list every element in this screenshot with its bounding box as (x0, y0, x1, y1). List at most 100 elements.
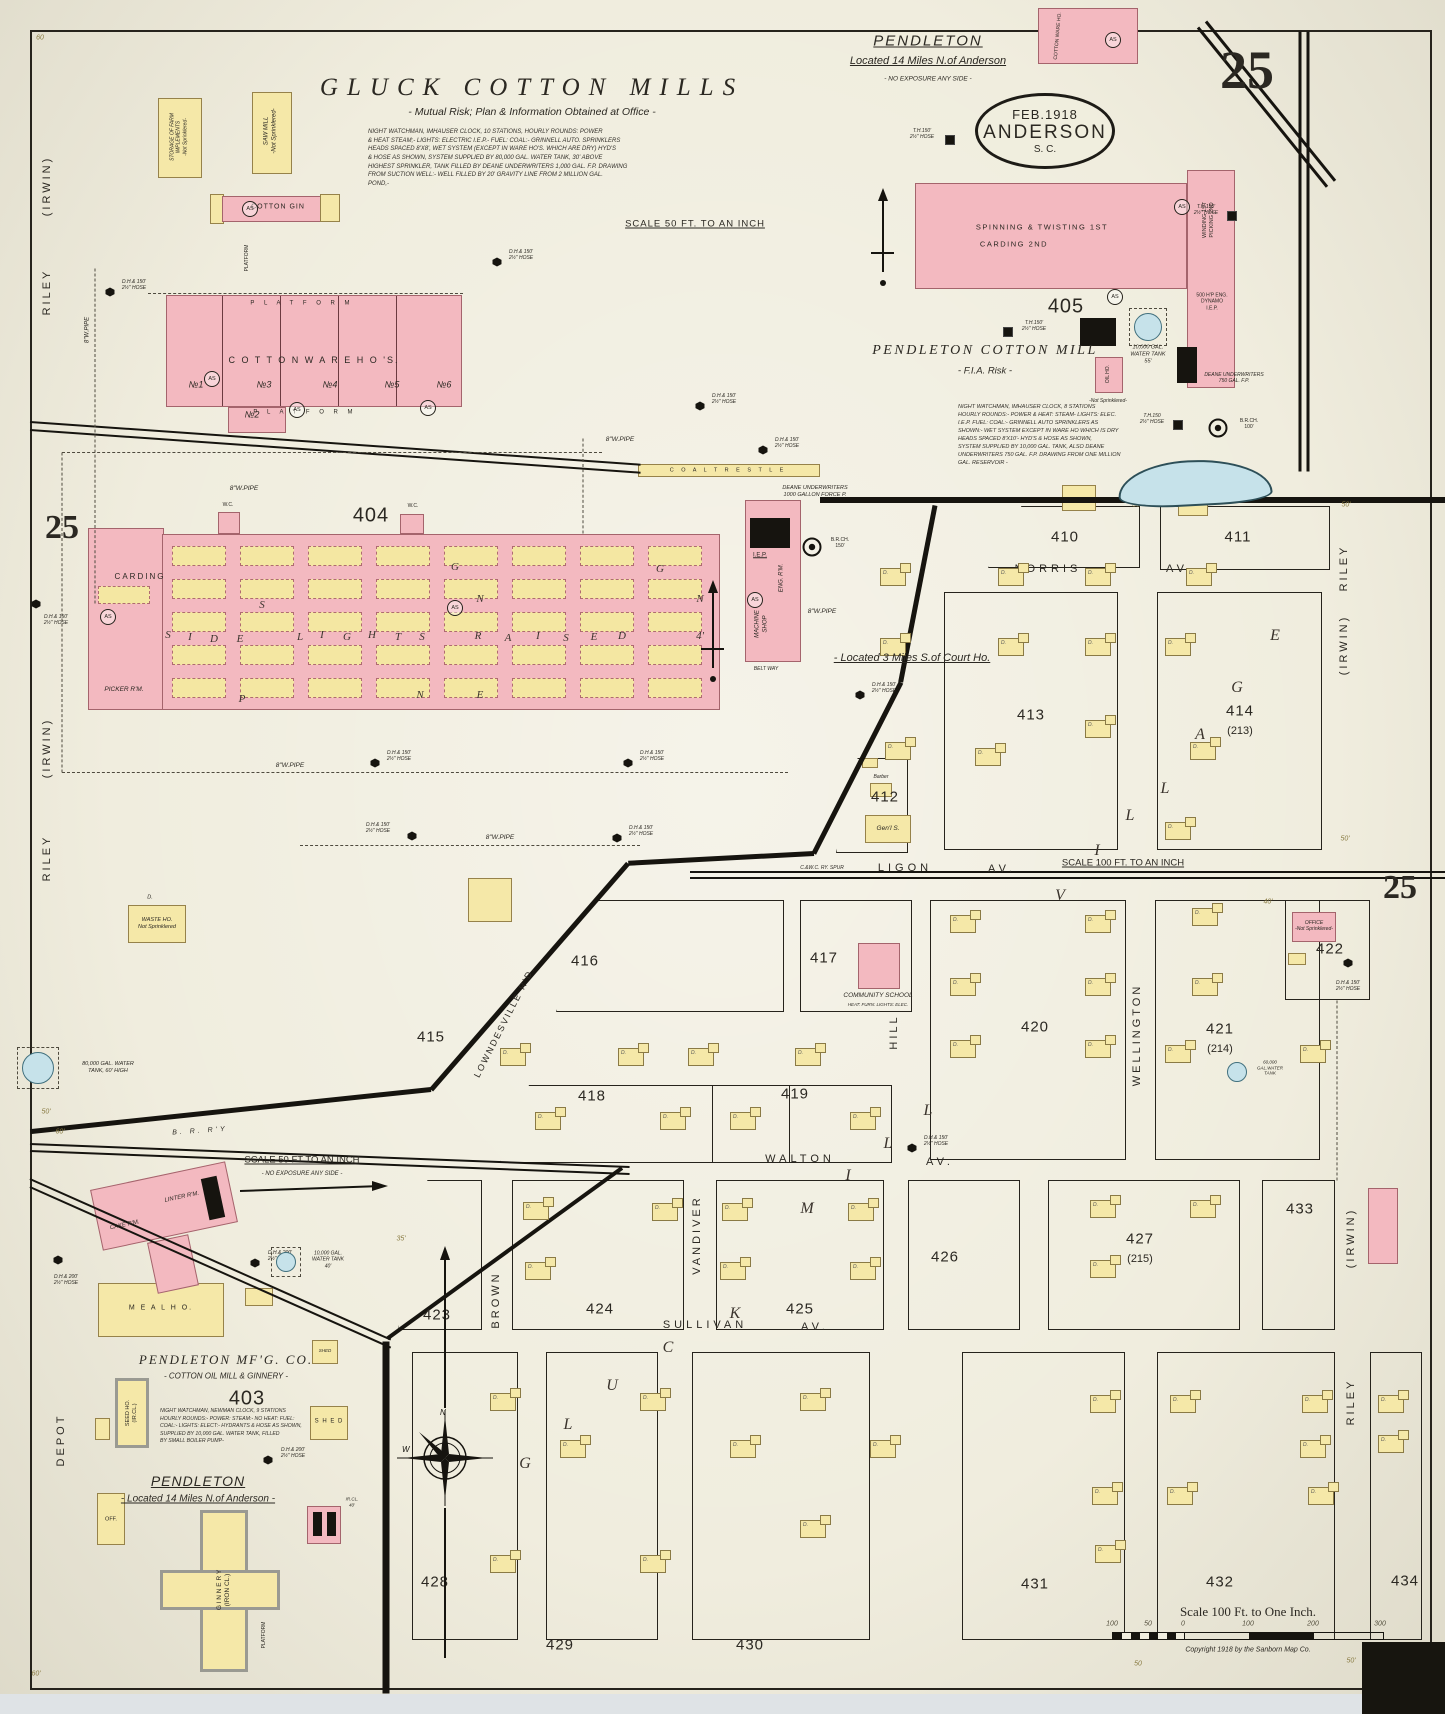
block-label: 420 (1020, 1018, 1050, 1036)
dwelling-porch (1110, 1255, 1121, 1265)
dwelling: D. (1085, 910, 1116, 933)
auto-sprinkler-mark: AS (420, 400, 436, 416)
skylight (240, 645, 294, 665)
dwelling-porch (1105, 633, 1116, 643)
dwelling: D. (1192, 903, 1223, 926)
dwelling: D. (500, 1043, 531, 1066)
annotation-label: PLATFORM (243, 244, 250, 272)
skylight (308, 546, 362, 566)
dwelling-porch (870, 1257, 881, 1267)
block-outline (512, 1180, 684, 1330)
annotation-label: M E A L H O. (128, 1304, 194, 1312)
auto-sprinkler-mark: AS (1107, 289, 1123, 305)
annotation-label: S H E D (314, 1418, 344, 1425)
dwelling-porch (1105, 563, 1116, 573)
building (1288, 953, 1306, 965)
building (245, 1288, 273, 1306)
annotation-label: Barber (873, 773, 889, 780)
dwelling-porch (1320, 1040, 1331, 1050)
tap-hose-icon (1227, 211, 1237, 221)
dimension-note: 60' (31, 1670, 41, 1678)
street-label: (IRWIN) (1345, 1207, 1358, 1269)
mfg-notes: NIGHT WATCHMAN, NEWMAN CLOCK, 9 STATIONS… (160, 1408, 302, 1445)
compass-rose: W N (397, 1408, 493, 1506)
dwelling: D. (1308, 1482, 1339, 1505)
auto-sprinkler-mark: AS (242, 201, 258, 217)
street-label: RILEY (41, 834, 54, 882)
skylight (172, 546, 226, 566)
auto-sprinkler-mark: AS (1105, 32, 1121, 48)
annotation-label: OFFICE -Not Sprinklered- (1295, 919, 1333, 932)
hydrant-label: D.H.& 150' 2½" HOSE (711, 392, 737, 405)
map-letter: H (368, 629, 376, 642)
warehouse-divider (222, 296, 223, 406)
skylight (512, 678, 566, 698)
north-arrow-head (878, 188, 888, 201)
map-letter: L (923, 1102, 933, 1119)
dwelling-porch (1018, 563, 1029, 573)
dwelling: D. (800, 1388, 831, 1411)
block-label: 432 (1205, 1573, 1235, 1591)
dwelling-porch (740, 1257, 751, 1267)
map-letter: L (296, 631, 304, 644)
hydrant-icon (695, 401, 705, 411)
dwelling-code: D. (853, 1264, 858, 1270)
tap-hose-icon (945, 135, 955, 145)
dwelling: D. (1095, 1540, 1126, 1563)
street-label: RILEY (1338, 544, 1351, 592)
dwelling-porch (750, 1435, 761, 1445)
annotation-label: PLATFORM (260, 1621, 267, 1649)
skylight (376, 579, 430, 599)
dwelling: D. (1300, 1435, 1331, 1458)
skylight (172, 645, 226, 665)
dwelling-porch (1320, 1435, 1331, 1445)
map-letter: I (1094, 842, 1100, 859)
dwelling-porch (1322, 1390, 1333, 1400)
scalebar-seg-black (1249, 1633, 1314, 1639)
water-tank-platform (17, 1047, 59, 1089)
dwelling-porch (555, 1107, 566, 1117)
skylight (308, 612, 362, 632)
annotation-label: SAW MILL -Not Sprinklered- (263, 108, 278, 154)
pendleton-bottom-located: - Located 14 Miles N.of Anderson - (120, 1493, 276, 1505)
building (158, 98, 202, 178)
scalebar-tick: 100 (1242, 1620, 1254, 1628)
dwelling: D. (730, 1107, 761, 1130)
gluck-title: GLUCK COTTON MILLS (319, 74, 745, 101)
annotation-label: CARDING 2ND (979, 239, 1049, 249)
dwelling-porch (1206, 563, 1217, 573)
block-label: 403 (228, 1387, 266, 1410)
scalebar-tick: 300 (1374, 1620, 1386, 1628)
hydrant-icon (623, 758, 633, 768)
block-label-alt: (215) (1127, 1253, 1153, 1266)
dwelling-porch (638, 1043, 649, 1053)
block-label: 414 (1225, 702, 1255, 720)
map-letter: E (1270, 627, 1280, 644)
block-outline (1157, 592, 1322, 850)
pendleton-bottom-title: PENDLETON (150, 1473, 246, 1489)
tap-hose-icon (1003, 327, 1013, 337)
annotation-label: COMMUNITY SCHOOL (843, 991, 913, 999)
compass-needle-south (444, 1508, 446, 1658)
black-detail (750, 518, 790, 548)
dwelling-porch (900, 633, 911, 643)
dimension-note: 35' (396, 1235, 406, 1243)
hydrant-label: T.H.150 2½" HOSE (1139, 412, 1165, 425)
building (915, 183, 1187, 289)
dwelling-porch (1328, 1482, 1339, 1492)
scan-strip-bottom (0, 1694, 1445, 1714)
dwelling-code: D. (1311, 1489, 1316, 1495)
dwelling-code: D. (1088, 722, 1093, 728)
map-letter: E (476, 689, 484, 702)
dwelling-porch (868, 1198, 879, 1208)
dwelling-porch (820, 1388, 831, 1398)
dwelling: D. (618, 1043, 649, 1066)
dwelling-porch (1105, 910, 1116, 920)
street-label: AV. (801, 1321, 829, 1334)
map-letter: A (504, 632, 512, 645)
map-letter: G (519, 1455, 531, 1472)
building (97, 1493, 125, 1545)
date-badge: FEB.1918 ANDERSON S. C. (975, 93, 1115, 169)
street-label: RILEY (41, 268, 54, 316)
block-outline (1155, 900, 1320, 1160)
